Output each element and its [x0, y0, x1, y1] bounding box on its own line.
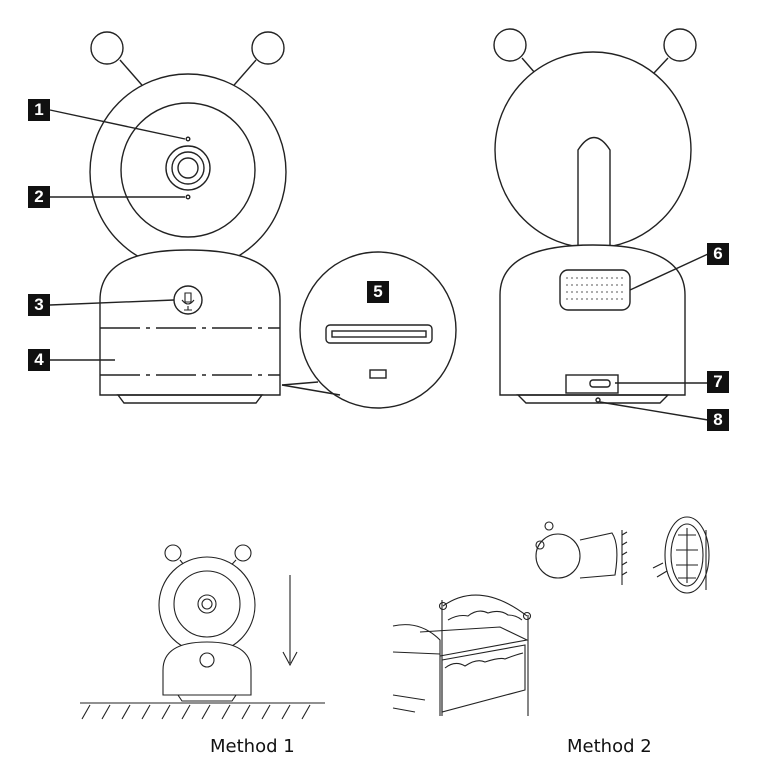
- method1-illustration: [80, 544, 325, 720]
- callout-8-reset: 8: [707, 409, 729, 431]
- light-sensor: [185, 136, 191, 142]
- method2-illustration: [392, 516, 710, 716]
- method-1-caption: Method 1: [210, 736, 295, 757]
- callout-3-talk-button: 3: [28, 294, 50, 316]
- microphone: [185, 194, 191, 200]
- sd-slot-detail: [299, 251, 457, 409]
- right-antenna: [251, 31, 285, 65]
- callout-4-indicator-light: 4: [28, 349, 50, 371]
- callout-6-speaker: 6: [707, 243, 729, 265]
- camera-back-view: [493, 28, 709, 421]
- usb-port: [565, 374, 619, 394]
- lens: [165, 145, 211, 191]
- reset-hole: [595, 397, 601, 403]
- left-antenna: [90, 31, 124, 65]
- callout-1-light-sensor: 1: [28, 99, 50, 121]
- callout-2-microphone: 2: [28, 186, 50, 208]
- face-panel: [120, 102, 256, 238]
- stand: [577, 136, 611, 245]
- callout-5-sd-slot: 5: [367, 281, 389, 303]
- camera-front-view: [49, 31, 457, 409]
- callout-7-usb-port: 7: [707, 371, 729, 393]
- method-2-caption: Method 2: [567, 736, 652, 757]
